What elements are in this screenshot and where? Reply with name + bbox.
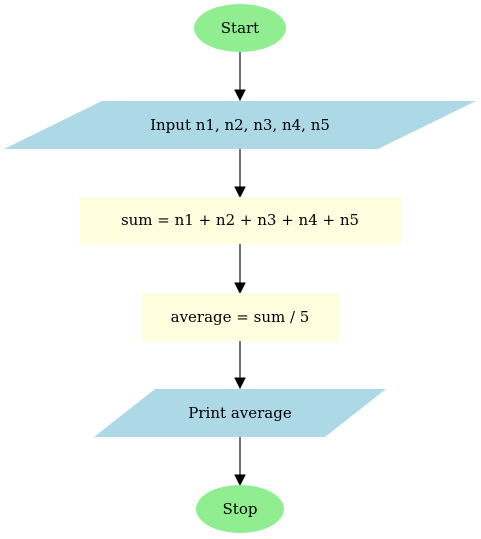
arrowhead <box>234 377 246 390</box>
arrowhead <box>234 89 246 102</box>
stop-label: Stop <box>223 500 258 518</box>
sum-label: sum = n1 + n2 + n3 + n4 + n5 <box>121 211 359 229</box>
average-rectangle <box>142 293 339 341</box>
print-parallelogram <box>94 389 386 437</box>
input-label: Input n1, n2, n3, n4, n5 <box>150 116 330 134</box>
arrowhead <box>234 186 246 199</box>
edge-sum-to-average <box>234 244 246 295</box>
edge-input-to-sum <box>234 149 246 199</box>
average-label: average = sum / 5 <box>171 308 310 326</box>
sum-rectangle <box>79 197 402 244</box>
edge-start-to-input <box>234 52 246 102</box>
input-node: Input n1, n2, n3, n4, n5 <box>4 101 476 149</box>
arrowhead <box>234 474 246 487</box>
start-label: Start <box>221 19 259 37</box>
print-label: Print average <box>188 404 292 422</box>
arrowhead <box>234 282 246 295</box>
edge-print-to-stop <box>234 437 246 487</box>
start-ellipse <box>194 4 286 52</box>
start-node: Start <box>194 4 286 52</box>
print-node: Print average <box>94 389 386 437</box>
sum-node: sum = n1 + n2 + n3 + n4 + n5 <box>79 197 402 244</box>
edge-average-to-print <box>234 341 246 390</box>
stop-node: Stop <box>196 485 284 533</box>
stop-ellipse <box>196 485 284 533</box>
average-node: average = sum / 5 <box>142 293 339 341</box>
input-parallelogram <box>4 101 476 149</box>
